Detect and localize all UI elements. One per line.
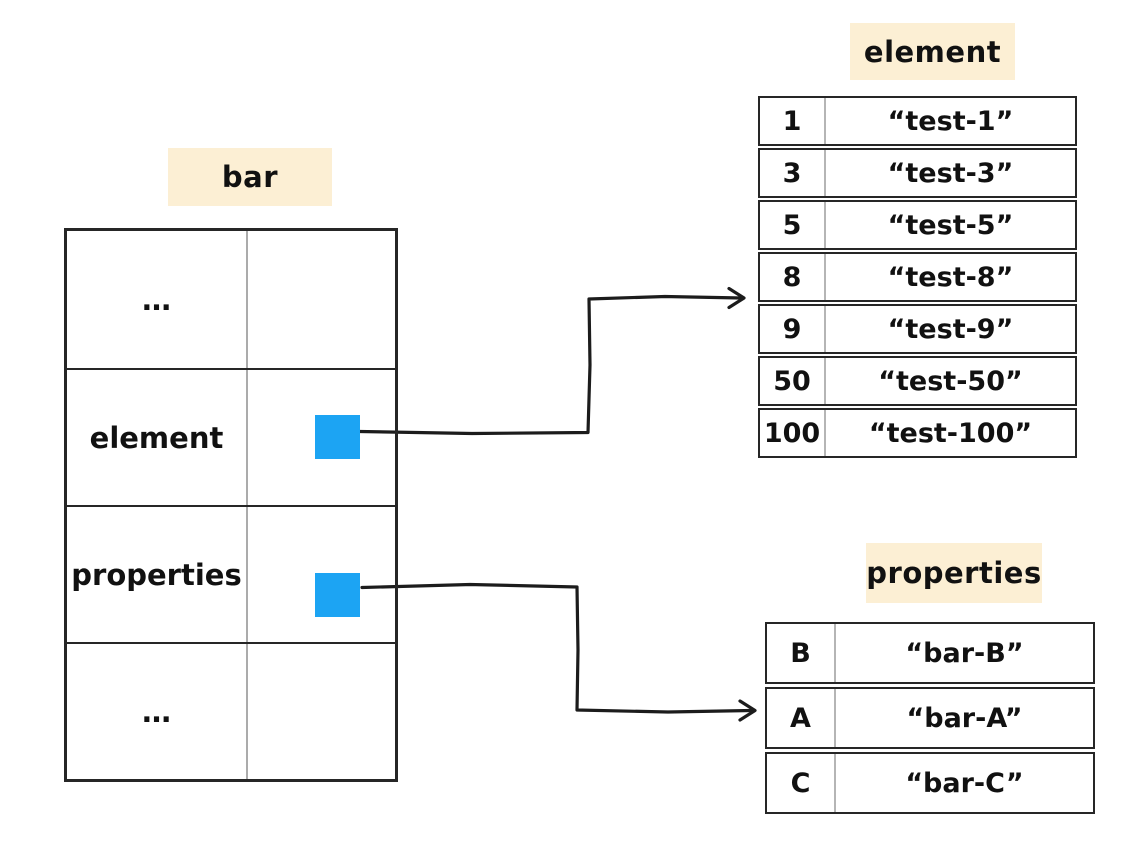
element-row-key: 9: [760, 306, 826, 352]
properties-row-value: “bar-C”: [905, 767, 1024, 799]
bar-row-value: [248, 644, 395, 779]
properties-row-value: “bar-A”: [906, 702, 1023, 734]
element-table: 1 “test-1” 3 “test-3” 5 “test-5” 8 “test…: [758, 96, 1077, 460]
element-row-value: “test-5”: [887, 209, 1014, 241]
properties-table-row: B “bar-B”: [765, 622, 1095, 684]
bar-title-text: bar: [221, 160, 279, 194]
properties-row-key: B: [767, 624, 836, 682]
element-title-text: element: [863, 34, 1002, 69]
bar-table-row: element: [67, 368, 395, 505]
element-table-row: 3 “test-3”: [758, 148, 1077, 198]
element-row-value: “test-3”: [887, 157, 1014, 189]
arrowhead-element: [727, 286, 746, 310]
bar-row-value: [248, 507, 395, 642]
element-row-value: “test-1”: [887, 105, 1014, 137]
arrow-element-pointer: [358, 286, 746, 436]
element-row-value: “test-50”: [878, 365, 1023, 397]
properties-table-row: A “bar-A”: [765, 687, 1095, 749]
element-pointer-square: [315, 415, 360, 459]
bar-title-label: bar: [168, 148, 332, 206]
element-table-row: 8 “test-8”: [758, 252, 1077, 302]
bar-table: … element properties …: [64, 228, 398, 782]
element-row-key: 50: [760, 358, 826, 404]
properties-row-key: C: [767, 754, 836, 812]
properties-row-value: “bar-B”: [905, 637, 1024, 669]
element-row-value: “test-100”: [868, 417, 1033, 449]
element-table-row: 5 “test-5”: [758, 200, 1077, 250]
bar-table-row: properties: [67, 505, 395, 642]
element-table-row: 1 “test-1”: [758, 96, 1077, 146]
element-row-key: 5: [760, 202, 826, 248]
element-row-key: 100: [760, 410, 826, 456]
element-table-row: 50 “test-50”: [758, 356, 1077, 406]
properties-table-row: C “bar-C”: [765, 752, 1095, 814]
bar-row-key: …: [67, 231, 248, 368]
bar-row-value: [248, 370, 395, 505]
bar-row-value: [248, 231, 395, 368]
properties-title-text: properties: [866, 556, 1042, 590]
properties-table: B “bar-B” A “bar-A” C “bar-C”: [765, 622, 1095, 817]
element-row-key: 3: [760, 150, 826, 196]
bar-table-row: …: [67, 642, 395, 779]
properties-pointer-square: [315, 573, 360, 617]
element-table-row: 9 “test-9”: [758, 304, 1077, 354]
element-row-value: “test-8”: [887, 261, 1014, 293]
properties-row-key: A: [767, 689, 836, 747]
bar-row-key: element: [67, 370, 248, 505]
properties-title-label: properties: [866, 543, 1042, 603]
arrow-properties-pointer: [360, 582, 757, 722]
bar-row-key: …: [67, 644, 248, 779]
bar-row-key: properties: [67, 507, 248, 642]
element-table-row: 100 “test-100”: [758, 408, 1077, 458]
element-row-key: 8: [760, 254, 826, 300]
bar-table-row: …: [67, 231, 395, 368]
arrowhead-properties: [738, 699, 757, 722]
element-row-key: 1: [760, 98, 826, 144]
element-title-label: element: [850, 23, 1015, 80]
element-row-value: “test-9”: [887, 313, 1014, 345]
